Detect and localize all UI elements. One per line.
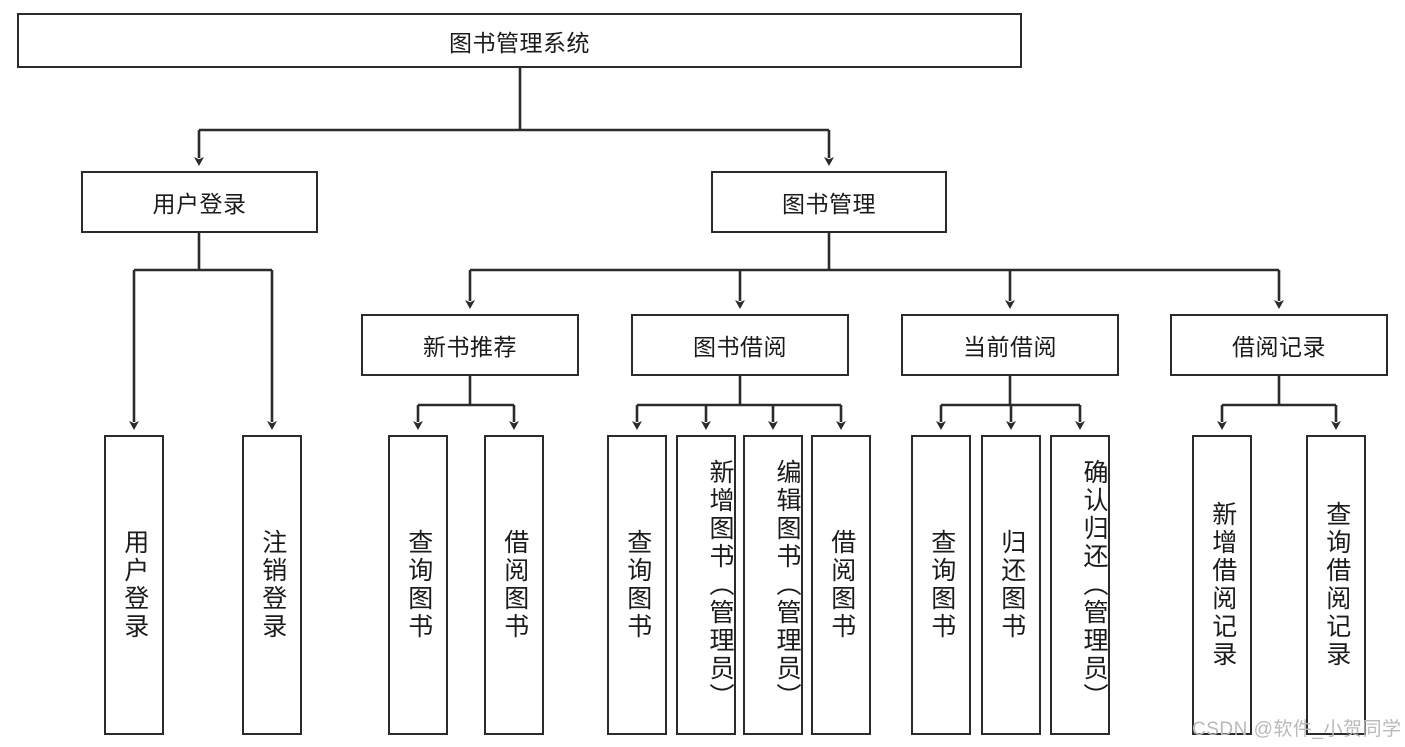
- leaf-query-borrow-record[interactable]: 查询借阅记录: [1306, 435, 1366, 735]
- leaf-add-borrow-record[interactable]: 新增借阅记录: [1192, 435, 1252, 735]
- leaf-query-book-1[interactable]: 查询图书: [388, 435, 448, 735]
- leaf-logout[interactable]: 注销登录: [242, 435, 302, 735]
- leaf-user-login[interactable]: 用户登录: [104, 435, 164, 735]
- node-user-login[interactable]: 用户登录: [81, 171, 318, 233]
- leaf-add-book-admin[interactable]: 新增图书（管理员）: [676, 435, 736, 735]
- leaf-borrow-book-2[interactable]: 借阅图书: [811, 435, 871, 735]
- leaf-return-book[interactable]: 归还图书: [981, 435, 1041, 735]
- leaf-query-book-2[interactable]: 查询图书: [607, 435, 667, 735]
- node-root-system[interactable]: 图书管理系统: [17, 13, 1022, 68]
- node-borrow-record[interactable]: 借阅记录: [1170, 314, 1388, 376]
- leaf-confirm-return-admin[interactable]: 确认归还（管理员）: [1050, 435, 1110, 735]
- node-current-borrow[interactable]: 当前借阅: [901, 314, 1119, 376]
- leaf-borrow-book-1[interactable]: 借阅图书: [484, 435, 544, 735]
- leaf-edit-book-admin[interactable]: 编辑图书（管理员）: [743, 435, 803, 735]
- leaf-query-book-3[interactable]: 查询图书: [911, 435, 971, 735]
- node-book-manage[interactable]: 图书管理: [711, 171, 947, 233]
- csdn-watermark: CSDN @软件_小贺同学: [1192, 719, 1402, 740]
- node-new-book-recommend[interactable]: 新书推荐: [361, 314, 579, 376]
- node-book-borrow[interactable]: 图书借阅: [631, 314, 849, 376]
